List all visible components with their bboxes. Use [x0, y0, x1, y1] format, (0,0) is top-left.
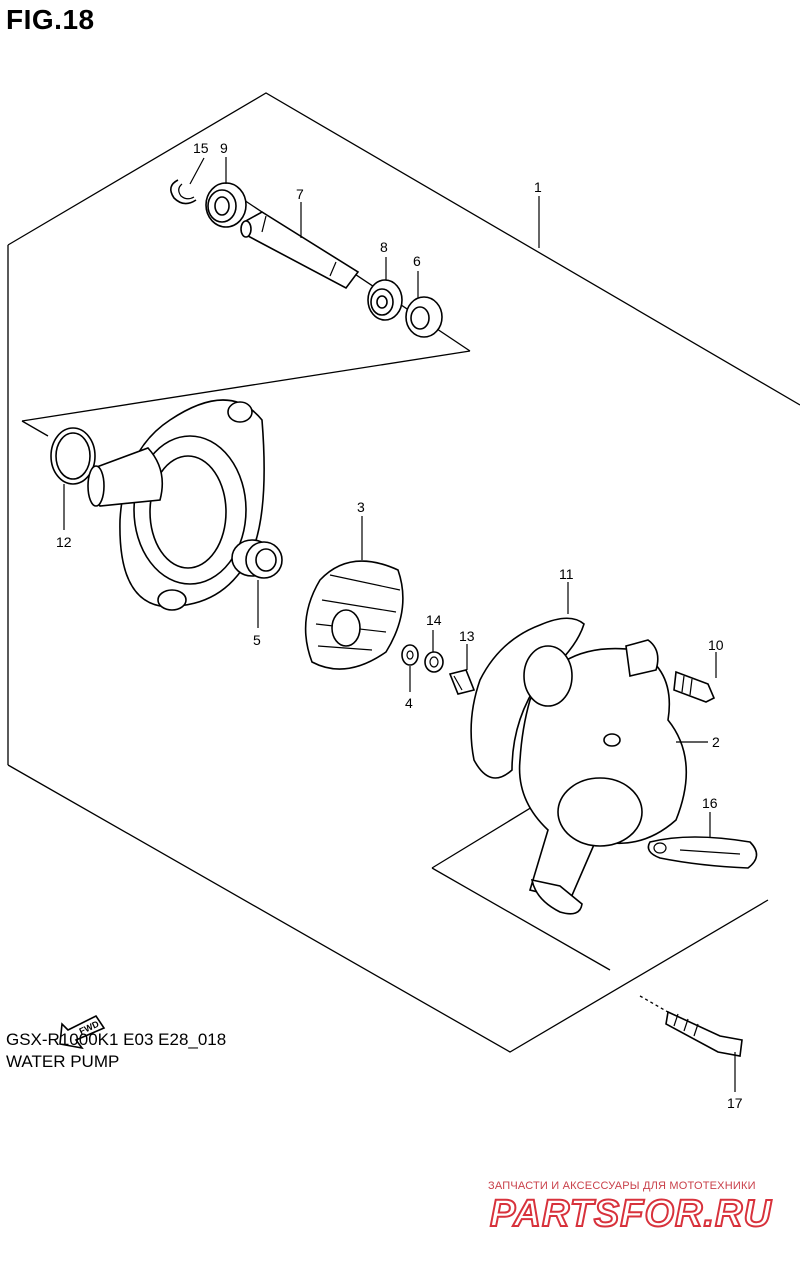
callout-15: 15: [193, 140, 209, 156]
callout-8: 8: [380, 239, 388, 255]
watermark-logo: PARTSFOR.RU: [489, 1192, 772, 1236]
part-shaft-7: [240, 211, 360, 290]
part-circlip-15: [170, 179, 197, 205]
callout-2: 2: [712, 734, 720, 750]
leader-lines: [63, 157, 736, 1092]
part-bolt-13: [448, 669, 476, 695]
part-pump-cover: [87, 399, 265, 611]
callout-4: 4: [405, 695, 413, 711]
callout-7: 7: [296, 186, 304, 202]
callout-9: 9: [220, 140, 228, 156]
part-bearing-9: [205, 182, 247, 228]
footer-model-line: GSX-R1000K1 E03 E28_018: [6, 1030, 227, 1049]
callout-12: 12: [56, 534, 72, 550]
watermark-tagline: ЗАПЧАСТИ И АКСЕССУАРЫ ДЛЯ МОТОТЕХНИКИ: [488, 1180, 756, 1192]
part-bolt-17: [665, 1010, 743, 1057]
callout-13: 13: [459, 628, 475, 644]
part-oring-12: [50, 427, 96, 485]
callout-10: 10: [708, 637, 724, 653]
callout-16: 16: [702, 795, 718, 811]
part-washer-4: [401, 644, 419, 666]
callout-3: 3: [357, 499, 365, 515]
fwd-arrow-icon: FWD: [59, 1014, 106, 1050]
part-bearing-8: [367, 279, 403, 321]
callout-11: 11: [559, 566, 574, 582]
part-mechanical-seal-5: [231, 539, 283, 579]
callout-14: 14: [426, 612, 442, 628]
callout-1: 1: [534, 179, 542, 195]
part-impeller-3: [304, 560, 404, 670]
part-pump-body-2: [518, 639, 688, 915]
callout-6: 6: [413, 253, 421, 269]
assembly-boundary: [7, 92, 800, 1053]
part-bracket-16: [647, 836, 758, 869]
footer-section-title: WATER PUMP: [6, 1052, 120, 1071]
callout-labels: 1 2 3 4 5 6 7 8 9 10 11 12 13 14 15 16 1…: [56, 140, 743, 1111]
part-washer-14: [424, 651, 444, 673]
callout-5: 5: [253, 632, 261, 648]
part-seal-6: [405, 296, 443, 338]
figure-title: FIG.18: [6, 4, 95, 35]
part-bolt-10: [673, 670, 716, 703]
callout-17: 17: [727, 1095, 743, 1111]
